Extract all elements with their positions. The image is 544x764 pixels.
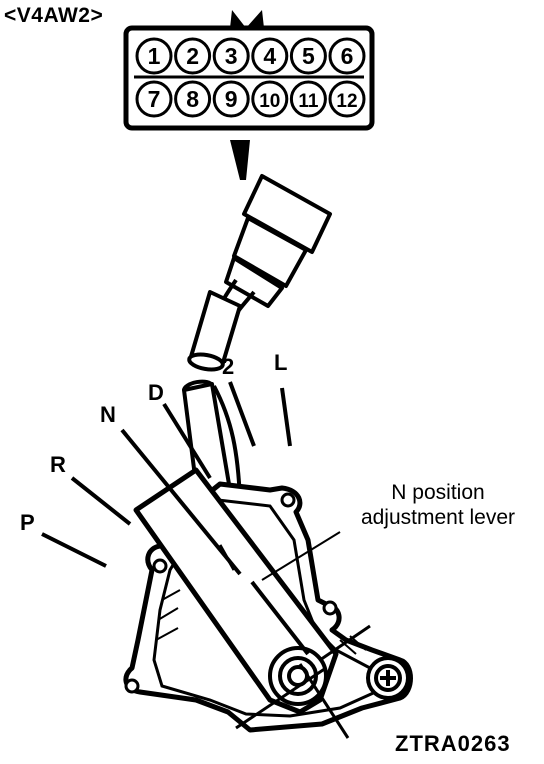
connector-latch [230,10,264,28]
position-label-n: N [100,402,116,427]
bolt-holes [124,492,338,694]
connector-pin [251,80,289,118]
indicator-line-2 [228,381,256,447]
connector-pin-number: 2 [186,43,199,69]
connector-pin-number: 8 [186,86,199,112]
connector-pin [212,80,250,118]
connector-pin [135,80,173,118]
harness-plug [187,174,332,372]
position-label-2: 2 [222,354,235,379]
connector-pin [212,37,250,75]
figure-id: ZTRA0263 [395,731,511,756]
callout-line-1: N position [391,481,485,504]
pointer-arrow [230,140,250,180]
connector-pin-number: 3 [225,43,238,69]
position-label-d: D [148,380,164,405]
callout-leader [261,531,341,581]
connector-pin-number: 12 [336,91,357,112]
plate-gasket [152,498,382,718]
position-label-p: P [20,510,35,535]
connector-pin-number: 1 [148,43,161,69]
connector-pin-number: 4 [263,43,276,69]
connector-pin-number: 7 [148,86,161,112]
indicator-line-l [280,387,292,447]
connector-pin-number: 10 [259,91,280,112]
connector-pin [289,80,327,118]
indicator-line-d [162,402,212,480]
connector-pin [289,37,327,75]
connector-pin-number: 11 [298,91,319,112]
lever-pivot [268,646,328,706]
position-label-r: R [50,452,66,477]
connector-pin-number: 9 [225,86,238,112]
position-indicators [41,381,371,739]
connector-pin [328,80,366,118]
connector-pin [251,37,289,75]
connector-pin [174,80,212,118]
connector-pin-number: 6 [341,43,354,69]
indicator-line-p [41,532,107,568]
connector-pin [174,37,212,75]
indicator-line-n-lower [250,580,310,656]
callout-line-2: adjustment lever [360,506,516,529]
callout-text: N position adjustment lever [338,480,538,530]
mounting-screw [366,656,410,700]
connector-pin-number: 5 [302,43,315,69]
connector-pin [135,37,173,75]
indicator-line-r [70,476,132,526]
position-label-l: L [274,350,288,375]
indicator-line-n [120,428,242,576]
pivot-axis-line [298,663,350,739]
variant-label: <V4AW2> [4,4,104,27]
connector-pin [328,37,366,75]
